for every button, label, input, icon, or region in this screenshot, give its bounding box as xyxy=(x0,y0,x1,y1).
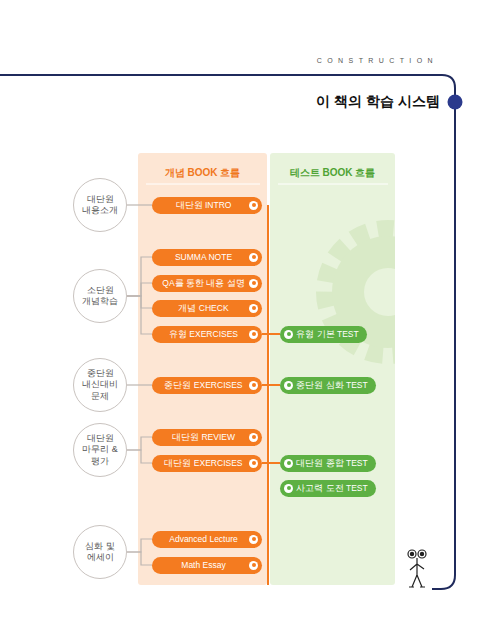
page-title: 이 책의 학습 시스템 xyxy=(316,93,440,111)
step-text: 사고력 도전 TEST xyxy=(293,484,371,493)
concept-step-pill: 중단원 EXERCISES xyxy=(152,377,262,394)
concept-step-pill: QA를 통한 내용 설명 xyxy=(152,275,262,292)
stage-circle: 중단원 내신대비 문제 xyxy=(73,358,127,412)
flow-connector xyxy=(127,204,152,205)
step-dot-icon xyxy=(249,381,258,390)
flow-spine xyxy=(267,205,269,585)
step-dot-icon xyxy=(284,381,293,390)
flow-connector xyxy=(127,257,152,296)
step-text: 유형 EXERCISES xyxy=(158,330,249,339)
stage-text: 중단원 내신대비 문제 xyxy=(79,368,121,402)
flow-connector xyxy=(127,539,152,552)
section-label: CONSTRUCTION xyxy=(317,57,438,64)
flow-connector xyxy=(127,552,152,565)
stage-text: 대단원 내용소개 xyxy=(79,194,121,217)
header-rule xyxy=(278,184,388,185)
step-dot-icon xyxy=(249,433,258,442)
concept-step-pill: 유형 EXERCISES xyxy=(152,326,262,343)
column-heading: 개념 BOOK 흐름 xyxy=(138,166,267,180)
flow-connector xyxy=(127,450,152,463)
flow-connector xyxy=(127,384,152,385)
stage-circle: 대단원 마무리 & 평가 xyxy=(73,423,127,477)
step-text: 대단원 종합 TEST xyxy=(293,459,371,468)
stage-text: 소단원 개념학습 xyxy=(79,285,121,308)
test-step-pill: 중단원 심화 TEST xyxy=(280,377,376,394)
stage-text-wrap: 심화 및 에세이 xyxy=(79,541,121,564)
step-text: Advanced Lecture xyxy=(158,535,249,544)
test-step-pill: 대단원 종합 TEST xyxy=(280,455,376,472)
concept-step-pill: Advanced Lecture xyxy=(152,531,262,548)
header-rule xyxy=(146,184,260,185)
step-text: Math Essay xyxy=(158,561,249,570)
stage-text-wrap: 대단원 내용소개 xyxy=(79,194,121,217)
mascot-figure xyxy=(408,550,426,587)
step-text: 중단원 EXERCISES xyxy=(158,381,249,390)
column-heading: 테스트 BOOK 흐름 xyxy=(270,166,395,180)
step-text: 중단원 심화 TEST xyxy=(293,381,371,390)
flow-connector xyxy=(127,283,152,296)
concept-step-pill: 대단원 REVIEW xyxy=(152,429,262,446)
gear-watermark xyxy=(325,229,395,355)
step-dot-icon xyxy=(249,561,258,570)
concept-step-pill: 개념 CHECK xyxy=(152,300,262,317)
step-dot-icon xyxy=(249,459,258,468)
flow-connector xyxy=(262,333,280,335)
book-column: 테스트 BOOK 흐름유형 기본 TEST 중단원 심화 TEST 대단원 종합 T… xyxy=(270,153,395,585)
step-dot-icon xyxy=(249,253,258,262)
stage-circle: 심화 및 에세이 xyxy=(73,525,127,579)
step-dot-icon xyxy=(249,535,258,544)
page-frame xyxy=(0,75,455,589)
step-text: 대단원 INTRO xyxy=(158,201,249,210)
step-text: 유형 기본 TEST xyxy=(293,330,362,339)
concept-step-pill: Math Essay xyxy=(152,557,262,574)
concept-step-pill: 대단원 EXERCISES xyxy=(152,455,262,472)
step-dot-icon xyxy=(249,304,258,313)
stage-text-wrap: 중단원 내신대비 문제 xyxy=(79,368,121,402)
flow-connector xyxy=(127,296,152,334)
step-dot-icon xyxy=(284,459,293,468)
flow-connector xyxy=(262,384,280,386)
test-step-pill: 사고력 도전 TEST xyxy=(280,480,376,497)
stage-circle: 소단원 개념학습 xyxy=(73,269,127,323)
flow-connector xyxy=(127,437,152,450)
title-dot xyxy=(448,95,463,110)
step-text: 개념 CHECK xyxy=(158,304,249,313)
stage-text-wrap: 소단원 개념학습 xyxy=(79,285,121,308)
test-step-pill: 유형 기본 TEST xyxy=(280,326,367,343)
step-dot-icon xyxy=(249,279,258,288)
book-column: 개념 BOOK 흐름대단원 INTRO SUMMA NOTE QA를 통한 내용 설… xyxy=(138,153,267,585)
step-dot-icon xyxy=(284,484,293,493)
flow-connector xyxy=(127,296,152,308)
stage-circle: 대단원 내용소개 xyxy=(73,178,127,232)
concept-step-pill: 대단원 INTRO xyxy=(152,197,262,214)
step-dot-icon xyxy=(249,330,258,339)
stage-text: 대단원 마무리 & 평가 xyxy=(79,433,121,467)
step-text: SUMMA NOTE xyxy=(158,253,249,262)
stage-text-wrap: 대단원 마무리 & 평가 xyxy=(79,433,121,467)
concept-step-pill: SUMMA NOTE xyxy=(152,249,262,266)
step-text: 대단원 REVIEW xyxy=(158,433,249,442)
step-dot-icon xyxy=(284,330,293,339)
flow-connector xyxy=(262,462,280,464)
step-text: 대단원 EXERCISES xyxy=(158,459,249,468)
step-dot-icon xyxy=(249,201,258,210)
step-text: QA를 통한 내용 설명 xyxy=(158,279,249,288)
stage-text: 심화 및 에세이 xyxy=(79,541,121,564)
